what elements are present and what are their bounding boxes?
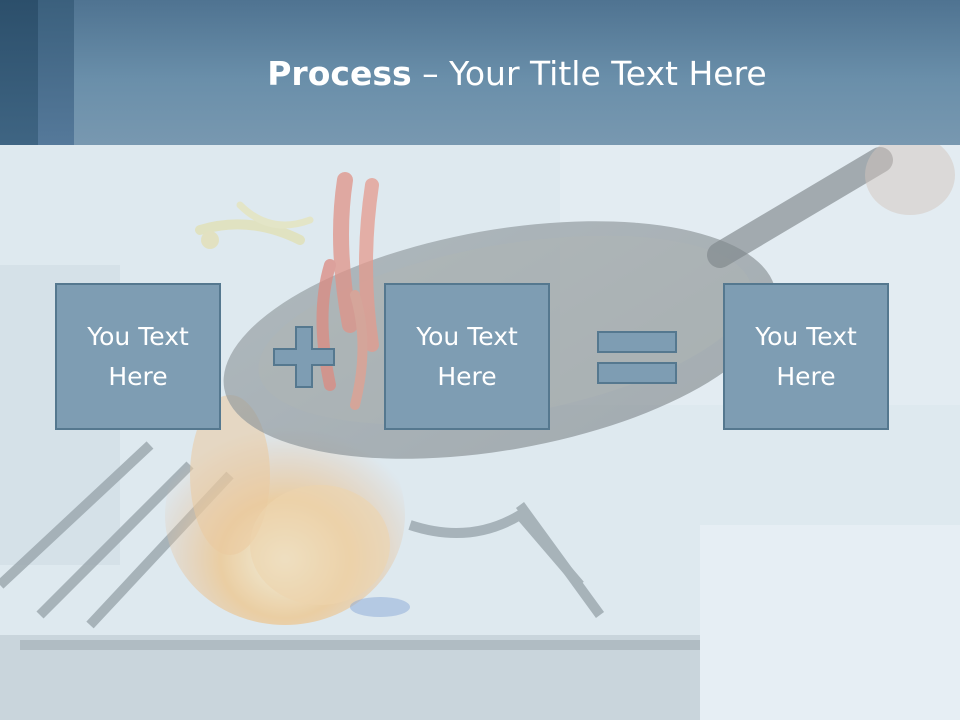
photo-overlay: [0, 145, 960, 720]
process-box-3: You Text Here: [723, 283, 889, 430]
plus-icon: [273, 326, 335, 388]
equals-icon: [597, 331, 677, 384]
title-band: Process – Your Title Text Here: [0, 0, 960, 145]
process-box-2: You Text Here: [384, 283, 550, 430]
slide-title-strong: Process: [267, 54, 412, 93]
process-box-1-label: You Text Here: [87, 321, 189, 391]
header-accent-mid: [38, 0, 74, 145]
process-box-2-label: You Text Here: [416, 321, 518, 391]
background-photo: [0, 145, 960, 720]
slide-title-rest: – Your Title Text Here: [411, 54, 767, 93]
slide-title: Process – Your Title Text Here: [74, 52, 960, 96]
process-box-1: You Text Here: [55, 283, 221, 430]
header-accent-dark: [0, 0, 38, 145]
process-box-3-label: You Text Here: [755, 321, 857, 391]
